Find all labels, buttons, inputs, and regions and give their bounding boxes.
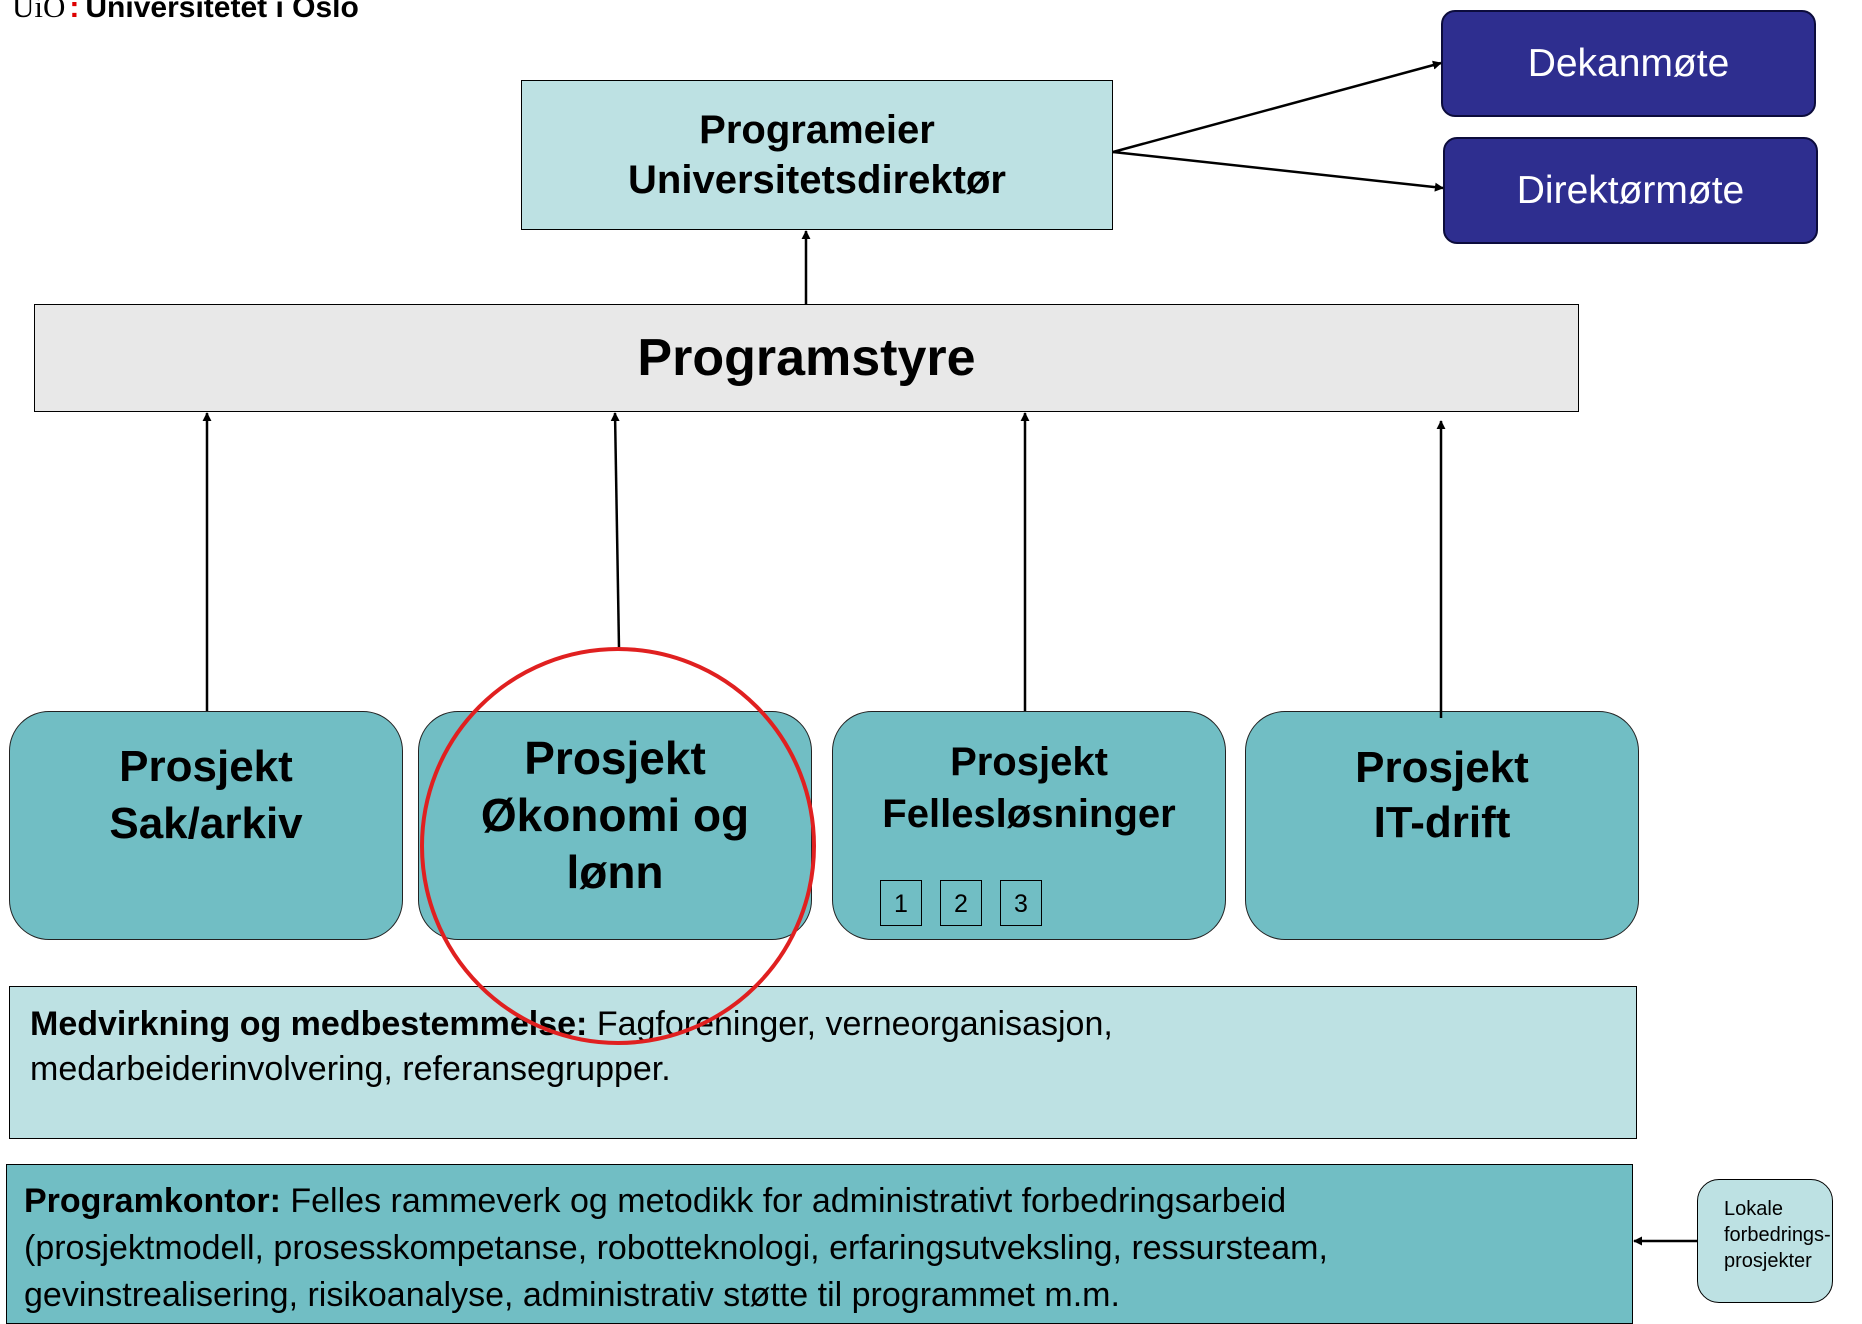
local-line: Lokale (1724, 1198, 1783, 1220)
program-owner-box: Programeier Universitetsdirektør (521, 80, 1113, 230)
project-label-line: Prosjekt (119, 742, 293, 791)
logo-uio-mark: UiO (12, 0, 66, 24)
local-improvement-projects-box: Lokale forbedrings- prosjekter (1697, 1179, 1833, 1303)
arrow-owner-to-dean-meeting (1112, 60, 1442, 154)
project-label-line: IT-drift (1373, 798, 1511, 847)
project-label-line: Prosjekt (950, 740, 1108, 784)
project-label-line: Prosjekt (524, 732, 706, 784)
logo-colon: : (69, 0, 80, 24)
arrow-owner-to-director-meeting (1112, 150, 1444, 192)
program-office-line-1: Programkontor: Felles rammeverk og metod… (24, 1178, 1615, 1225)
program-owner-role: Universitetsdirektør (628, 158, 1006, 202)
program-office-text-3: gevinstrealisering, risikoanalyse, admin… (24, 1276, 1120, 1314)
logo-university-name: Universitetet i Oslo (85, 0, 359, 24)
program-board-box: Programstyre (34, 304, 1579, 412)
project-label-line: Fellesløsninger (882, 792, 1176, 836)
project-label-line: Prosjekt (1355, 743, 1529, 792)
project-finance-payroll-box: Prosjekt Økonomi og lønn (418, 711, 812, 940)
dean-meeting-label: Dekanmøte (1527, 41, 1730, 85)
participation-text-2: medarbeiderinvolvering, referansegrupper… (30, 1050, 671, 1088)
director-meeting-box: Direktørmøte (1443, 137, 1818, 244)
subproject-box: 1 (880, 880, 922, 926)
director-meeting-label: Direktørmøte (1516, 168, 1745, 212)
local-line: forbedrings- (1724, 1224, 1831, 1246)
program-owner-title: Programeier (699, 108, 935, 152)
program-office-text-1: Felles rammeverk og metodikk for adminis… (290, 1182, 1287, 1220)
project-it-operations-box: Prosjekt IT-drift (1245, 711, 1639, 940)
local-line: prosjekter (1724, 1250, 1812, 1272)
project-case-archive-box: Prosjekt Sak/arkiv (9, 711, 403, 940)
project-label-line: lønn (566, 846, 664, 898)
project-label-line: Sak/arkiv (109, 799, 303, 848)
arrow-project-2-to-board (610, 412, 621, 649)
participation-text-1: Fagforeninger, verneorganisasjon, (596, 1005, 1113, 1043)
uio-logo: UiO:Universitetet i Oslo (12, 0, 359, 25)
subproject-box: 3 (1000, 880, 1042, 926)
participation-line-1: Medvirkning og medbestemmelse: Fagforeni… (30, 1002, 1616, 1047)
program-office-heading: Programkontor: (24, 1182, 281, 1220)
program-office-box: Programkontor: Felles rammeverk og metod… (6, 1164, 1633, 1324)
project-label-line: Økonomi og (480, 789, 750, 841)
participation-heading: Medvirkning og medbestemmelse: (30, 1005, 588, 1043)
dean-meeting-box: Dekanmøte (1441, 10, 1816, 117)
subproject-box: 2 (940, 880, 982, 926)
participation-box: Medvirkning og medbestemmelse: Fagforeni… (9, 986, 1637, 1139)
program-board-label: Programstyre (637, 329, 976, 387)
program-office-text-2: (prosjektmodell, prosesskompetanse, robo… (24, 1229, 1328, 1267)
